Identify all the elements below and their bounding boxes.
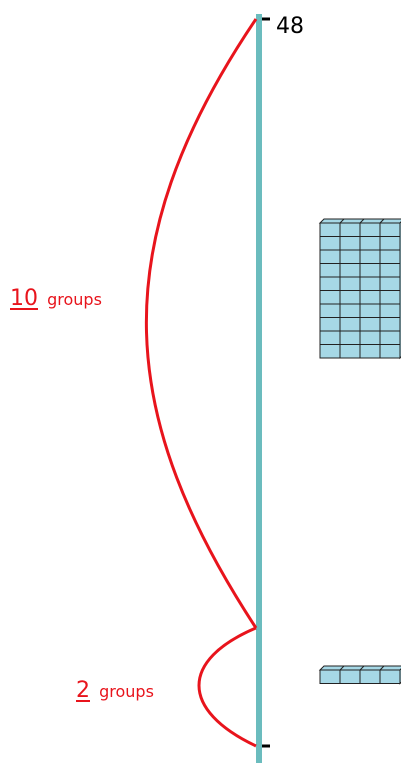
unit-cube (360, 250, 380, 264)
unit-cube (340, 250, 360, 264)
unit-cube (340, 223, 360, 237)
unit-cube (320, 670, 340, 684)
unit-cube (340, 264, 360, 278)
block-group-small (320, 666, 401, 684)
unit-cube (360, 291, 380, 305)
unit-cube (360, 264, 380, 278)
unit-cube (340, 304, 360, 318)
large-jump-arc (146, 19, 256, 628)
unit-cube (320, 291, 340, 305)
unit-cube (340, 277, 360, 291)
small-groups-count: 2 (76, 678, 90, 703)
unit-cube (380, 291, 400, 305)
unit-cube (380, 223, 400, 237)
unit-cube (320, 318, 340, 332)
small-jump-arc (199, 628, 256, 746)
unit-cube (340, 331, 360, 345)
large-groups-word: groups (47, 290, 102, 309)
unit-cube (380, 345, 400, 359)
unit-cube (380, 264, 400, 278)
unit-cube (340, 670, 360, 684)
unit-cube (320, 250, 340, 264)
unit-cube (380, 250, 400, 264)
unit-cube (320, 331, 340, 345)
unit-cube (380, 331, 400, 345)
unit-cube (320, 277, 340, 291)
large-groups-label: 10 groups (10, 286, 102, 311)
unit-cube (380, 237, 400, 251)
unit-cube (360, 345, 380, 359)
unit-cube (380, 318, 400, 332)
vertical-number-line (256, 14, 262, 763)
unit-cube (380, 277, 400, 291)
unit-cube (360, 318, 380, 332)
unit-cube (360, 237, 380, 251)
unit-cube (320, 304, 340, 318)
unit-cube (340, 345, 360, 359)
large-groups-count: 10 (10, 286, 38, 311)
small-groups-label: 2 groups (76, 678, 154, 703)
unit-cube (320, 345, 340, 359)
block-group-large (320, 219, 401, 358)
unit-cube (340, 291, 360, 305)
unit-cube (320, 237, 340, 251)
unit-cube (320, 264, 340, 278)
unit-cube (380, 304, 400, 318)
unit-cube (360, 277, 380, 291)
unit-cube (360, 670, 380, 684)
unit-cube (380, 670, 400, 684)
unit-cube (340, 237, 360, 251)
top-value-label: 48 (276, 14, 304, 39)
unit-cube (340, 318, 360, 332)
small-groups-word: groups (99, 682, 154, 701)
unit-cube (360, 223, 380, 237)
unit-cube (360, 331, 380, 345)
unit-cube (360, 304, 380, 318)
unit-cube (320, 223, 340, 237)
